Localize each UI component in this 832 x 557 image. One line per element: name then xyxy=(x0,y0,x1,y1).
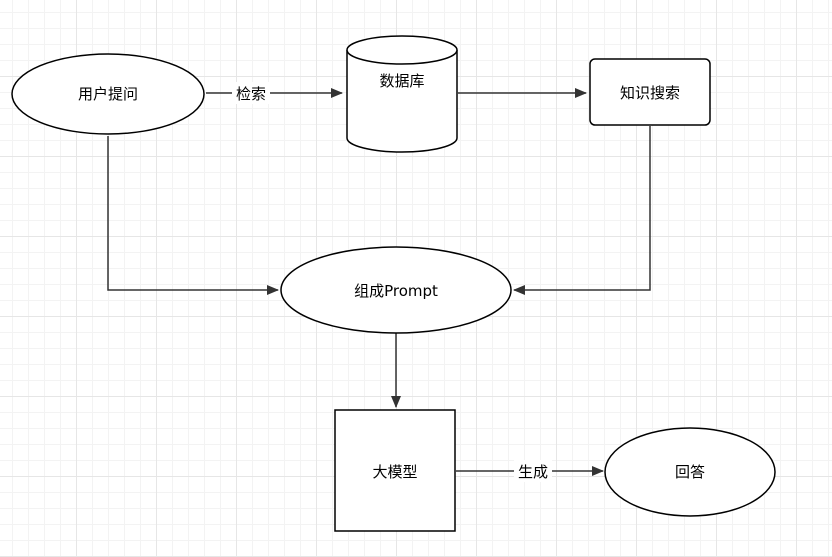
node-knowledge-search[interactable]: 知识搜索 xyxy=(589,58,711,126)
edge-label-retrieve: 检索 xyxy=(236,85,266,103)
edge-label-bg-retrieve xyxy=(232,82,270,104)
node-answer[interactable]: 回答 xyxy=(604,427,776,517)
node-database-label: 数据库 xyxy=(379,72,424,90)
node-user-question-shape xyxy=(11,53,205,135)
node-answer-shape xyxy=(604,427,776,517)
edge-user-to-prompt xyxy=(107,136,279,295)
node-answer-label: 回答 xyxy=(675,463,705,481)
edge-label-bg-generate xyxy=(514,460,552,482)
node-large-model-label: 大模型 xyxy=(372,463,417,481)
node-compose-prompt-shape xyxy=(280,246,512,334)
node-database-top xyxy=(346,35,458,65)
node-large-model[interactable]: 大模型 xyxy=(334,409,456,532)
node-compose-prompt[interactable]: 组成Prompt xyxy=(280,246,512,334)
node-database-shape xyxy=(346,50,458,153)
edges: 检索 生成 xyxy=(107,82,651,482)
edge-search-to-prompt xyxy=(513,126,651,295)
node-knowledge-search-label: 知识搜索 xyxy=(620,84,680,102)
edge-label-generate: 生成 xyxy=(518,463,548,481)
node-database[interactable]: 数据库 xyxy=(346,35,458,153)
node-user-question-label: 用户提问 xyxy=(78,85,138,103)
node-knowledge-search-shape xyxy=(589,58,711,126)
node-compose-prompt-label: 组成Prompt xyxy=(354,282,438,300)
node-large-model-shape xyxy=(334,409,456,532)
node-user-question[interactable]: 用户提问 xyxy=(11,53,205,135)
